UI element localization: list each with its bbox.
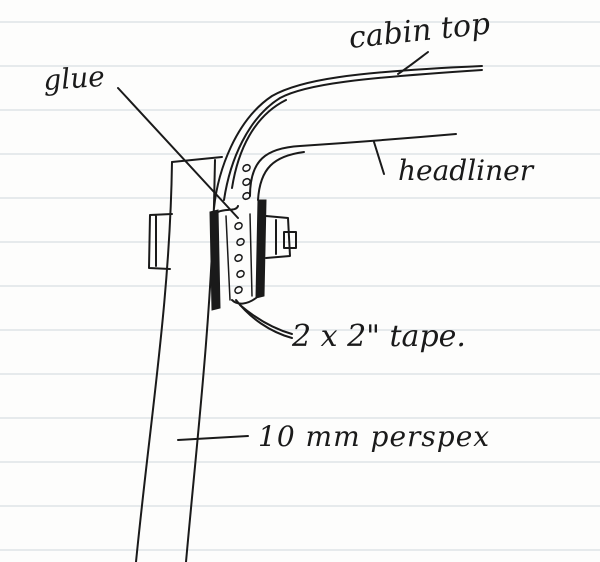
inner-bracket — [148, 213, 173, 270]
ruled-lines — [0, 21, 600, 551]
cabin-top-leader — [397, 51, 429, 75]
outer-bracket — [265, 215, 297, 259]
leader-lines — [117, 51, 429, 441]
tape-label: 2 x 2" tape. — [291, 319, 466, 354]
joint-assembly — [209, 164, 267, 311]
tape-leader-2 — [235, 299, 293, 339]
glue-leader — [117, 87, 239, 219]
glue-label: glue — [42, 60, 106, 97]
perspex-leader — [177, 435, 249, 441]
cabin-top-label: cabin top — [347, 6, 492, 56]
headliner-leader — [373, 141, 385, 175]
headliner-label: headliner — [398, 154, 535, 187]
perspex-panel — [135, 156, 223, 562]
cabin-top-layers — [213, 65, 483, 209]
headliner-fabric — [249, 133, 457, 201]
perspex-label: 10 mm perspex — [258, 420, 490, 453]
